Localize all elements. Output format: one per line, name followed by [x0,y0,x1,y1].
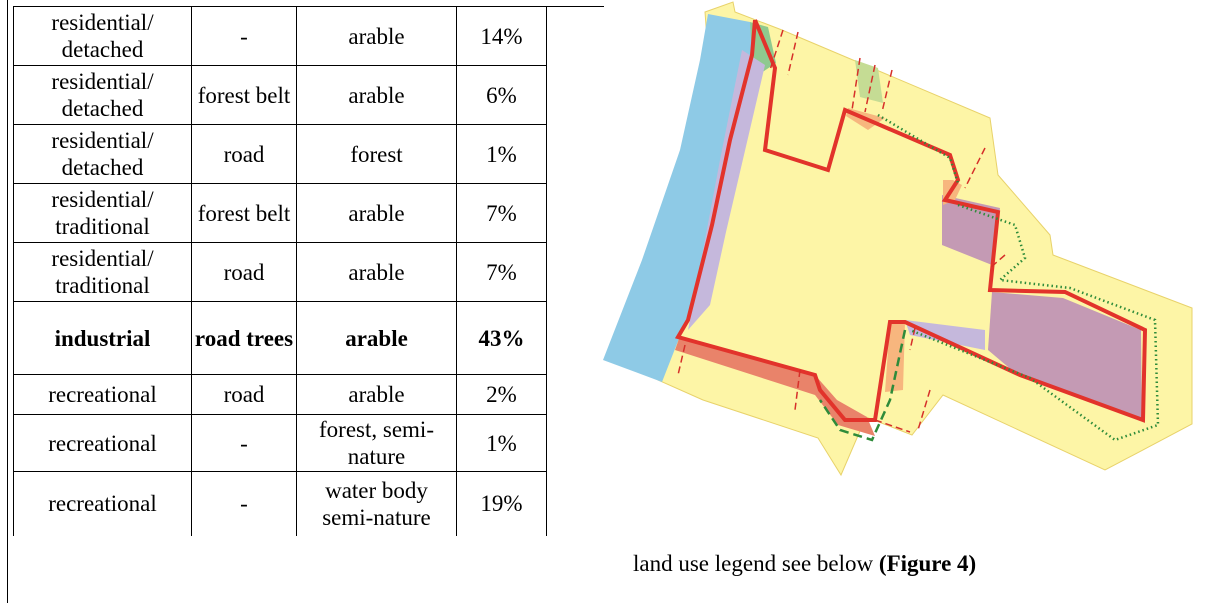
industrial-area-upper [942,195,1000,265]
neighbour-cell: forest, semi-nature [296,414,457,472]
barrier-cell: road [191,242,297,302]
barrier-cell: - [191,414,297,472]
share-cell: 1% [456,414,547,472]
land-use-cell: residential/ detached [13,65,192,125]
left-border-line [7,0,8,603]
caption-figure-ref: (Figure 4) [878,551,977,576]
barrier-cell: road [191,124,297,184]
share-cell: 6% [456,65,547,125]
recreational-strip [675,336,875,436]
site-boundary [674,19,1148,423]
share-cell: 1% [456,124,547,184]
land-use-cell: recreational [13,471,192,536]
meadow-patch [855,60,883,103]
tree-line-dashed [818,329,907,442]
land-use-cell: residential/ traditional [13,183,192,243]
land-use-cell: residential/ traditional [13,242,192,302]
neighbour-cell: water body semi-nature [296,471,457,536]
share-cell: 7% [456,242,547,302]
neighbour-cell: forest [296,124,457,184]
industrial-area-lower [988,292,1142,419]
barrier-cell: - [191,471,297,536]
barrier-cell: - [191,6,297,66]
residential-strip-south [905,320,985,350]
barrier-cell: forest belt [191,65,297,125]
land-use-cell: recreational [13,414,192,472]
site-map [603,1,1193,477]
share-cell: 43% [456,301,547,375]
caption-text: land use legend see below [633,551,879,576]
figure-caption: land use legend see below (Figure 4) [633,547,1207,581]
neighbour-cell: arable [296,65,457,125]
share-cell: 19% [456,471,547,536]
residential-strip [688,50,765,330]
water-body-area [603,14,756,382]
neighbour-cell: arable [296,183,457,243]
barrier-cell: forest belt [191,183,297,243]
barrier-cell: road [191,374,297,415]
share-cell: 7% [456,183,547,243]
tree-lines [877,113,1160,442]
neighbour-cell: arable [296,242,457,302]
share-cell: 14% [456,6,547,66]
land-use-cell: recreational [13,374,192,415]
neighbour-cell: arable [296,301,457,375]
dashed-property-lines [677,29,1006,433]
neighbour-cell: arable [296,6,457,66]
land-use-cell: industrial [13,301,192,375]
neighbour-cell: arable [296,374,457,415]
orange-strip-south [885,322,905,392]
share-cell: 2% [456,374,547,415]
land-use-cell: residential/ detached [13,124,192,184]
land-use-cell: residential/ detached [13,6,192,66]
barrier-cell: road trees [191,301,297,375]
